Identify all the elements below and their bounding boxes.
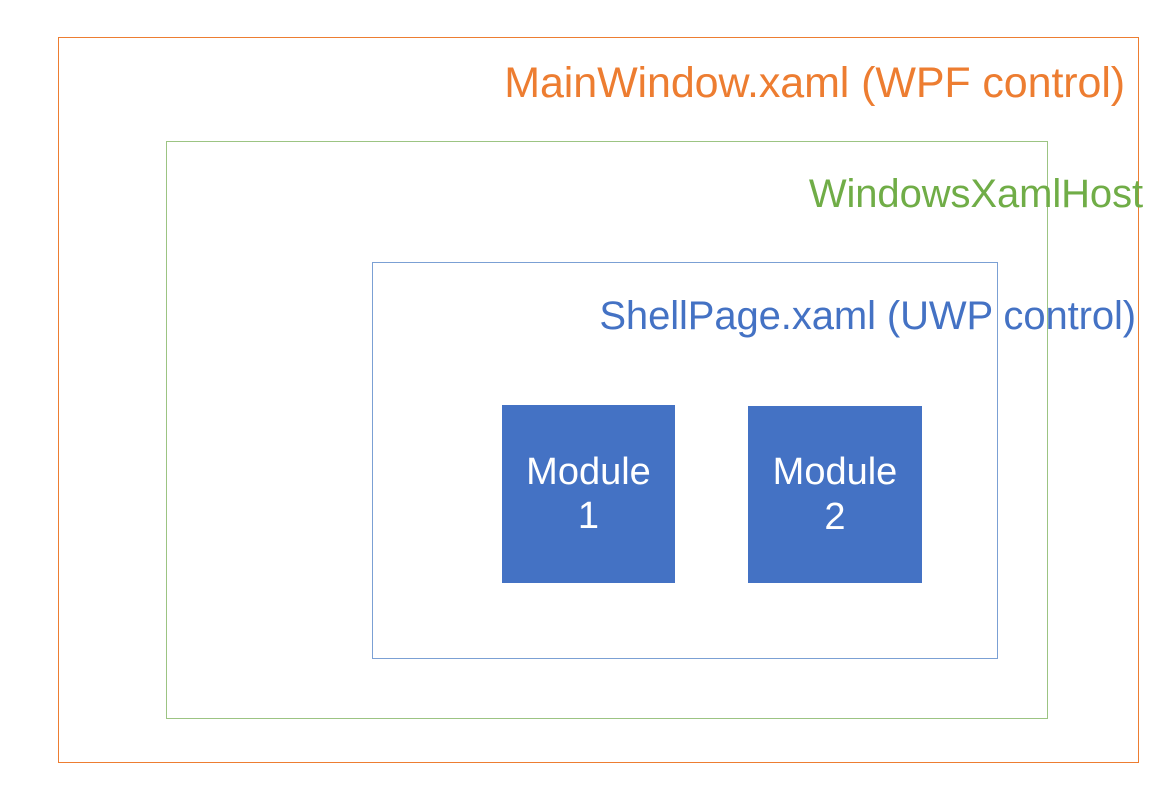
module-2-name: Module <box>772 451 898 494</box>
mainwindow-container-box <box>58 37 1139 763</box>
shellpage-label: ShellPage.xaml (UWP control) <box>599 294 1136 338</box>
shellpage-container-box <box>372 262 998 659</box>
mainwindow-label: MainWindow.xaml (WPF control) <box>504 59 1125 107</box>
module-1-name: Module <box>526 450 651 493</box>
module-block-1: Module 1 <box>502 405 675 583</box>
module-2-number: 2 <box>824 495 846 538</box>
module-1-number: 1 <box>577 495 600 537</box>
module-block-2: Module 2 <box>748 406 922 583</box>
windowsxamlhost-label: WindowsXamlHost <box>808 172 1143 216</box>
windowsxamlhost-container-box <box>166 141 1048 719</box>
